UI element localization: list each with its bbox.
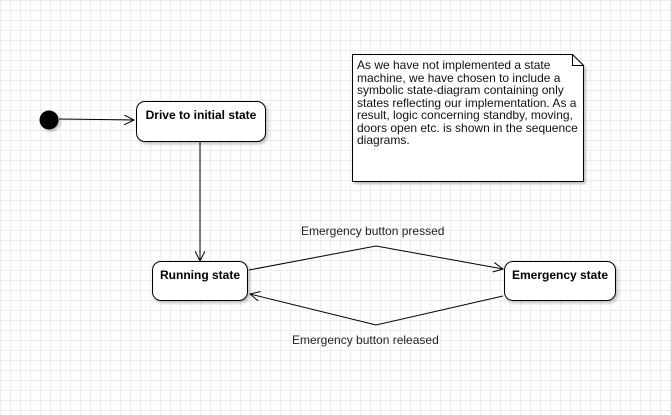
state-emergency[interactable]: Emergency state bbox=[504, 261, 616, 301]
state-running[interactable]: Running state bbox=[152, 261, 248, 301]
transition-released-arrow bbox=[250, 294, 504, 326]
comment-note-text: As we have not implemented a state machi… bbox=[357, 58, 578, 147]
initial-pseudostate bbox=[39, 110, 59, 130]
state-running-label: Running state bbox=[160, 268, 240, 282]
state-drive-to-initial[interactable]: Drive to initial state bbox=[136, 101, 266, 142]
comment-note[interactable]: As we have not implemented a state machi… bbox=[352, 54, 583, 181]
state-emergency-label: Emergency state bbox=[511, 268, 609, 282]
transition-pressed-label: Emergency button pressed bbox=[301, 224, 445, 238]
transition-released-label: Emergency button released bbox=[292, 333, 439, 347]
state-drive-to-initial-label: Drive to initial state bbox=[145, 108, 257, 122]
transition-pressed-arrow bbox=[248, 245, 503, 270]
transition-initial-arrow bbox=[58, 119, 134, 120]
note-shape bbox=[352, 54, 584, 182]
